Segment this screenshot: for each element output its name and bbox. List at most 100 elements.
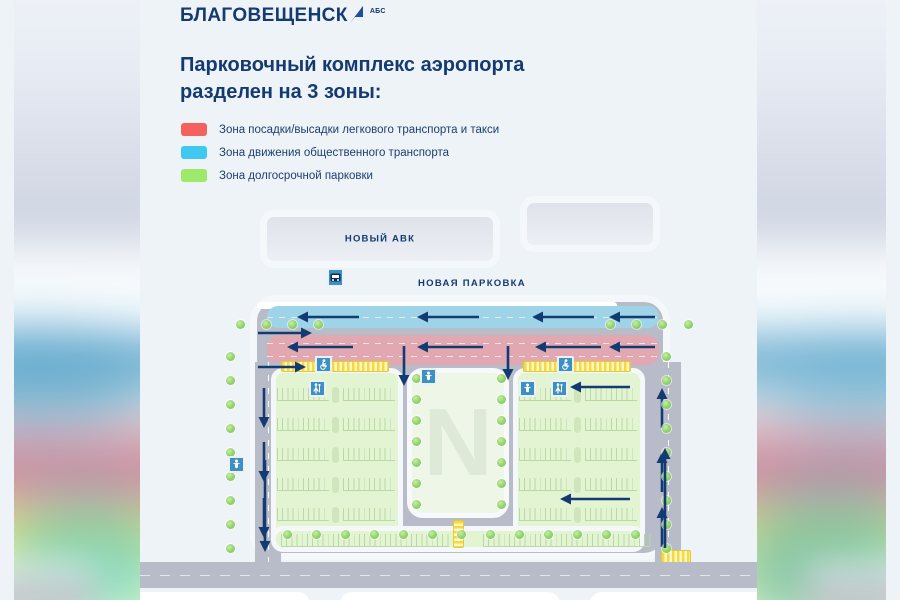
building-south-3	[590, 592, 757, 600]
tree	[457, 530, 466, 539]
tree	[602, 530, 611, 539]
building-south-1	[140, 592, 310, 600]
stall-row	[585, 478, 637, 491]
dropoff-lane-arrow	[535, 340, 601, 354]
tree	[662, 400, 671, 409]
island-entry-arrow	[397, 346, 411, 386]
parking-entry-arrow	[258, 360, 306, 374]
tree	[497, 395, 506, 404]
parking-sign-icon	[420, 368, 437, 385]
tree	[662, 376, 671, 385]
parking-entry-arrow	[258, 326, 312, 340]
tree	[684, 320, 693, 329]
transit-lane-arrow	[532, 310, 594, 324]
wheelchair-icon	[315, 356, 332, 373]
tree	[236, 320, 245, 329]
stall-row	[343, 388, 395, 401]
tree	[226, 352, 235, 361]
page-title: Парковочный комплекс аэропорта разделен …	[180, 52, 650, 106]
tree	[662, 352, 671, 361]
tree	[662, 520, 671, 529]
parking-sign-icon	[228, 456, 245, 473]
tree	[412, 500, 421, 509]
stall-row	[281, 534, 449, 547]
tree	[226, 448, 235, 457]
stall-median	[574, 447, 581, 463]
tree	[497, 416, 506, 425]
stall-median	[574, 387, 581, 403]
tree	[658, 320, 667, 329]
zone-legend: Зона посадки/высадки легкового транспорт…	[181, 118, 499, 187]
stall-row	[585, 508, 637, 521]
tree	[283, 530, 292, 539]
stall-median	[332, 447, 339, 463]
tree	[226, 520, 235, 529]
tree	[412, 374, 421, 383]
tree	[226, 424, 235, 433]
stall-row	[343, 508, 395, 521]
stall-row	[519, 508, 571, 521]
backdrop-strip	[0, 565, 94, 579]
stall-row	[343, 418, 395, 431]
tree	[662, 424, 671, 433]
legend-label-dropoff: Зона посадки/высадки легкового транспорт…	[219, 123, 500, 136]
building-new-terminal: НОВЫЙ АВК	[260, 210, 500, 268]
legend-swatch-dropoff	[181, 123, 207, 136]
tree	[662, 544, 671, 553]
stall-median	[332, 417, 339, 433]
transit-lane-arrow	[609, 310, 655, 324]
stall-row	[343, 478, 395, 491]
bus-stop-icon	[327, 268, 344, 287]
tree	[573, 530, 582, 539]
parking-ground-plate: N	[250, 295, 691, 568]
stall-row	[519, 478, 571, 491]
pedestrian-icon	[309, 380, 326, 397]
stall-row	[585, 448, 637, 461]
stall-row	[483, 534, 651, 547]
dropoff-lane-arrow	[417, 340, 483, 354]
stall-row	[519, 418, 571, 431]
tree	[497, 374, 506, 383]
parking-exit-arrow	[560, 492, 630, 506]
tree	[662, 496, 671, 505]
legend-swatch-longterm	[181, 169, 207, 182]
page-title-line-1: Парковочный комплекс аэропорта	[180, 54, 525, 76]
tree	[412, 416, 421, 425]
stall-median	[574, 507, 581, 523]
pedestrian-icon	[551, 380, 568, 397]
road-south	[140, 562, 757, 588]
map-label-new-parking: НОВАЯ ПАРКОВКА	[418, 278, 526, 289]
tree	[497, 437, 506, 446]
road-west-arrow	[257, 388, 271, 428]
brand-name: БЛАГОВЕЩЕНСК	[180, 5, 348, 26]
tree	[412, 437, 421, 446]
stall-row	[585, 388, 637, 401]
backdrop-strip	[806, 598, 900, 600]
building-south-2	[340, 592, 560, 600]
stall-row	[277, 448, 329, 461]
tree	[399, 530, 408, 539]
road-east-entry-arrow	[658, 448, 672, 548]
tree	[412, 479, 421, 488]
legend-label-longterm: Зона долгосрочной парковки	[219, 169, 373, 182]
tree	[631, 530, 640, 539]
tree	[544, 530, 553, 539]
tree	[370, 530, 379, 539]
page-title-line-2: разделен на 3 зоны:	[180, 81, 382, 103]
legend-swatch-transit	[181, 146, 207, 159]
tree	[412, 458, 421, 467]
legend-item-transit: Зона движения общественного транспорта	[181, 141, 499, 164]
stall-row	[277, 508, 329, 521]
tree	[497, 458, 506, 467]
parking-exit-arrow	[570, 380, 630, 394]
stall-median	[574, 477, 581, 493]
arrow-mark-icon	[346, 4, 368, 31]
backdrop-blob	[0, 332, 148, 430]
road-west-exit-arrow	[258, 460, 272, 552]
tree	[314, 320, 323, 329]
tree	[497, 500, 506, 509]
backdrop-strip	[806, 578, 900, 599]
parking-map: НОВЫЙ АВК НОВАЯ ПАРКОВКА	[140, 196, 757, 600]
tree	[412, 395, 421, 404]
stall-row	[277, 418, 329, 431]
